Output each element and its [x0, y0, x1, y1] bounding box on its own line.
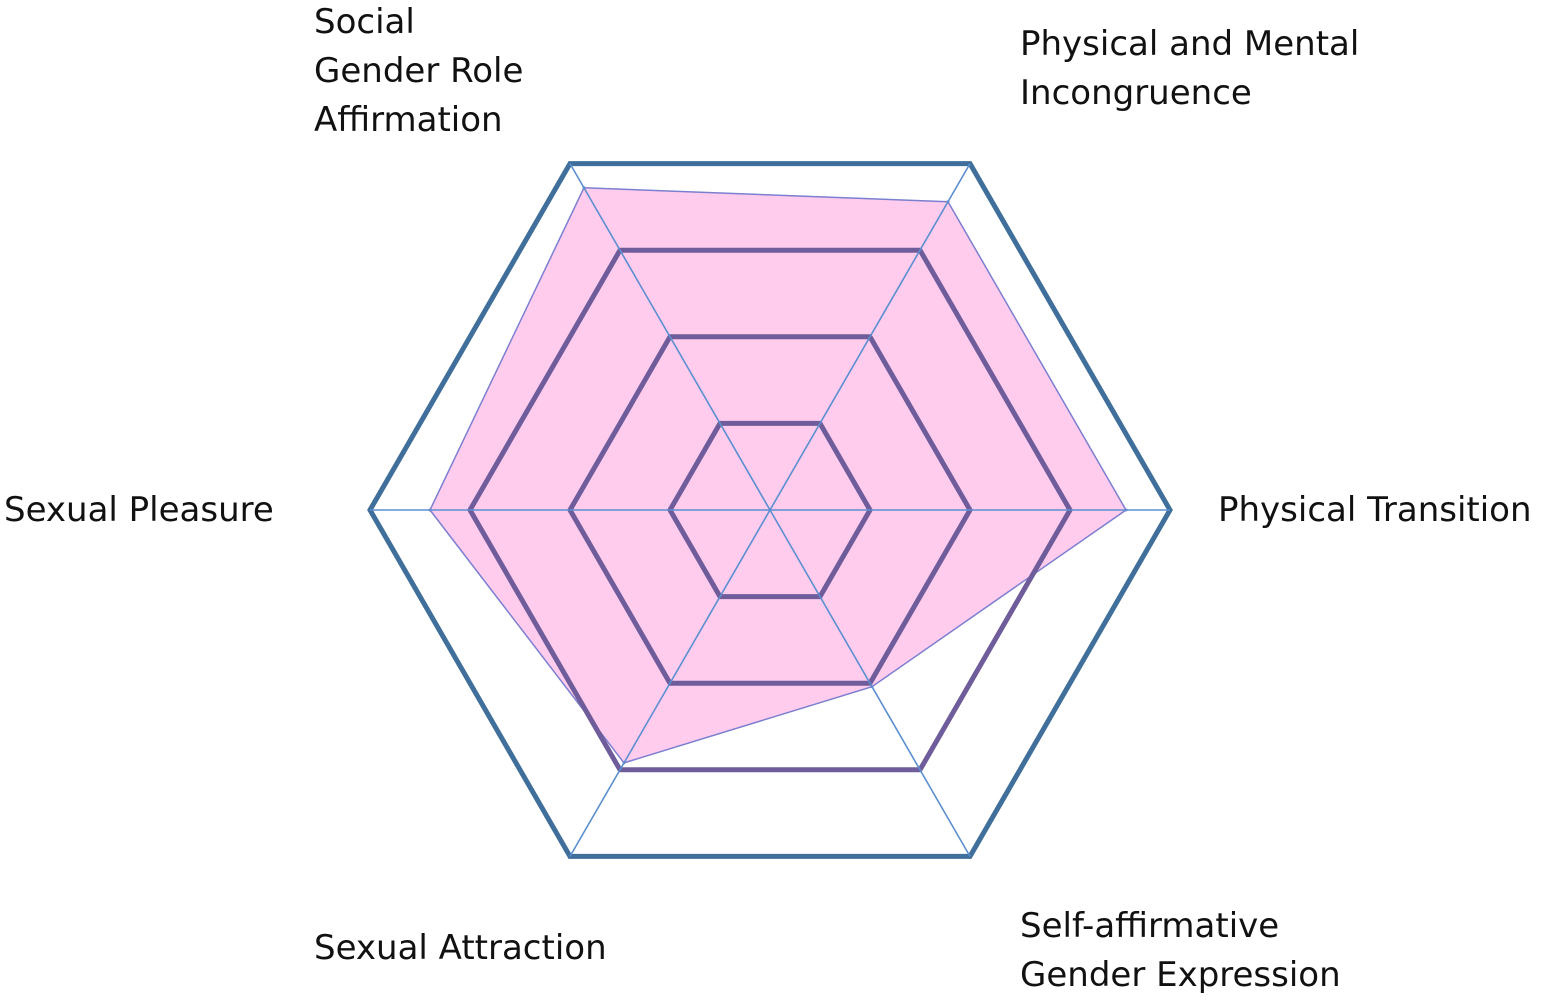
axis-label-self-affirmative-gender-expression: Self-affirmative Gender Expression — [1020, 906, 1341, 995]
series-layer — [428, 186, 1128, 765]
axis-label-social-gender-role-affirmation: Social Gender Role Affirmation — [314, 2, 524, 140]
series-area-1 — [429, 187, 1127, 764]
axis-spoke-4 — [569, 509, 771, 857]
axis-spoke-1 — [769, 163, 971, 511]
axis-label-sexual-attraction: Sexual Attraction — [314, 928, 607, 968]
axis-spokes — [370, 163, 1170, 857]
axis-spoke-6 — [569, 163, 771, 511]
axis-label-physical-mental-incongruence: Physical and Mental Incongruence — [1020, 24, 1360, 113]
axis-spoke-3 — [769, 509, 971, 857]
axis-label-sexual-pleasure: Sexual Pleasure — [4, 490, 274, 530]
axis-label-physical-transition: Physical Transition — [1218, 490, 1532, 530]
